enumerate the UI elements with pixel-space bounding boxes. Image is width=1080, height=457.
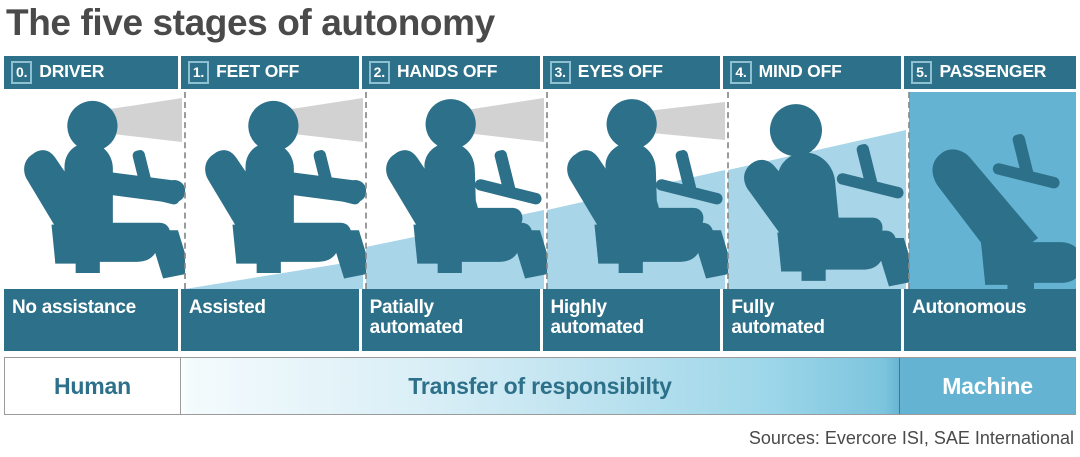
stage-header-4[interactable]: 4. MIND OFF (723, 56, 902, 89)
stage-header-row: 0. DRIVER 1. FEET OFF 2. HANDS OFF 3. EY… (4, 56, 1077, 89)
stage-header-0[interactable]: 0. DRIVER (4, 56, 178, 89)
responsibility-machine: Machine (899, 358, 1075, 414)
panel-divider-0 (184, 92, 186, 289)
stage-description-2: Patially automated (361, 289, 540, 351)
description-line: Fully (731, 297, 775, 318)
responsibility-bar: Human Transfer of responsibilty Machine (4, 357, 1076, 415)
stage-number-0: 0. (11, 61, 33, 84)
description-line: Patially (369, 297, 434, 318)
stage-description-1: Assisted (180, 289, 359, 351)
panel-mind-off (728, 92, 917, 289)
stage-header-5[interactable]: 5. PASSENGER (904, 56, 1077, 89)
description-line: automated (550, 317, 645, 339)
stage-description-row: No assistance Assisted Patially automate… (4, 289, 1077, 351)
reclined-figure (744, 104, 917, 287)
source-line: Sources: Evercore ISI, SAE International (748, 428, 1074, 448)
stage-header-2[interactable]: 2. HANDS OFF (361, 56, 540, 89)
panel-driver (4, 92, 191, 289)
stage-illustrations (4, 92, 1076, 289)
panel-divider-1 (365, 92, 367, 289)
stage-number-1: 1. (187, 61, 210, 84)
stage-number-4: 4. (730, 61, 752, 84)
stage-name-4: MIND OFF (758, 61, 842, 81)
stage-description-5: Autonomous (904, 289, 1077, 351)
empty-seat (932, 149, 1076, 289)
stage-header-1[interactable]: 1. FEET OFF (180, 56, 359, 89)
panel-divider-3 (727, 92, 729, 289)
ground-wedge-1 (185, 260, 363, 289)
description-line: Highly (550, 297, 608, 318)
panel-feet-off (185, 92, 372, 289)
panel-hands-off (366, 92, 553, 289)
stage-number-5: 5. (911, 61, 933, 84)
illustration-strip (4, 92, 1076, 289)
stage-number-2: 2. (368, 61, 390, 84)
description-line: automated (731, 317, 825, 339)
stage-name-5: PASSENGER (939, 61, 1047, 81)
panel-divider-2 (546, 92, 548, 289)
panel-passenger (909, 92, 1076, 289)
panel-eyes-off (547, 92, 734, 289)
description-line: Assisted (188, 297, 266, 318)
stage-name-1: FEET OFF (216, 61, 300, 81)
stage-description-0: No assistance (4, 289, 178, 351)
page-title: The five stages of autonomy (6, 2, 495, 43)
panel-divider-4 (908, 92, 910, 289)
description-line: Autonomous (912, 297, 1027, 318)
stage-name-3: EYES OFF (577, 61, 663, 81)
description-line: automated (369, 317, 464, 339)
stage-name-2: HANDS OFF (396, 61, 498, 81)
stage-name-0: DRIVER (39, 61, 105, 81)
stage-description-3: Highly automated (542, 289, 721, 351)
stage-header-3[interactable]: 3. EYES OFF (542, 56, 721, 89)
stage-description-4: Fully automated (723, 289, 902, 351)
stage-number-3: 3. (549, 61, 571, 84)
description-line: No assistance (12, 297, 136, 318)
responsibility-human: Human (5, 358, 181, 414)
responsibility-transfer: Transfer of responsibilty (408, 372, 672, 399)
